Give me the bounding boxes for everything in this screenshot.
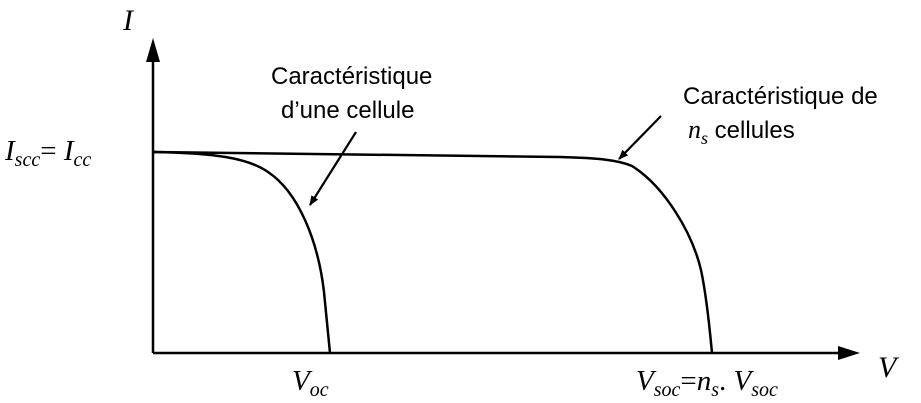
y-axis-label: I [122, 4, 135, 37]
single-cell-caption-line2: d’une cellule [281, 97, 414, 124]
single-cell-caption-line1: Caractéristique [271, 63, 432, 90]
vsoc-label: Vsoc=ns. Vsoc [636, 365, 778, 401]
ns-cells-curve [152, 150, 714, 354]
single-cell-curve [152, 150, 332, 354]
ns-cells-caption-line1: Caractéristique de [683, 83, 878, 110]
y-axis-arrow-icon [146, 38, 160, 62]
ns-cells-caption-line2: ns cellules [688, 115, 795, 148]
x-axis-arrow-icon [838, 346, 860, 360]
x-axis-label: V [878, 351, 900, 384]
single-cell-pointer-arrow [309, 131, 357, 206]
ns-cells-pointer-arrow [618, 115, 662, 160]
isc-label: Iscc= Icc [4, 135, 91, 171]
voc-label: Voc [292, 365, 329, 401]
